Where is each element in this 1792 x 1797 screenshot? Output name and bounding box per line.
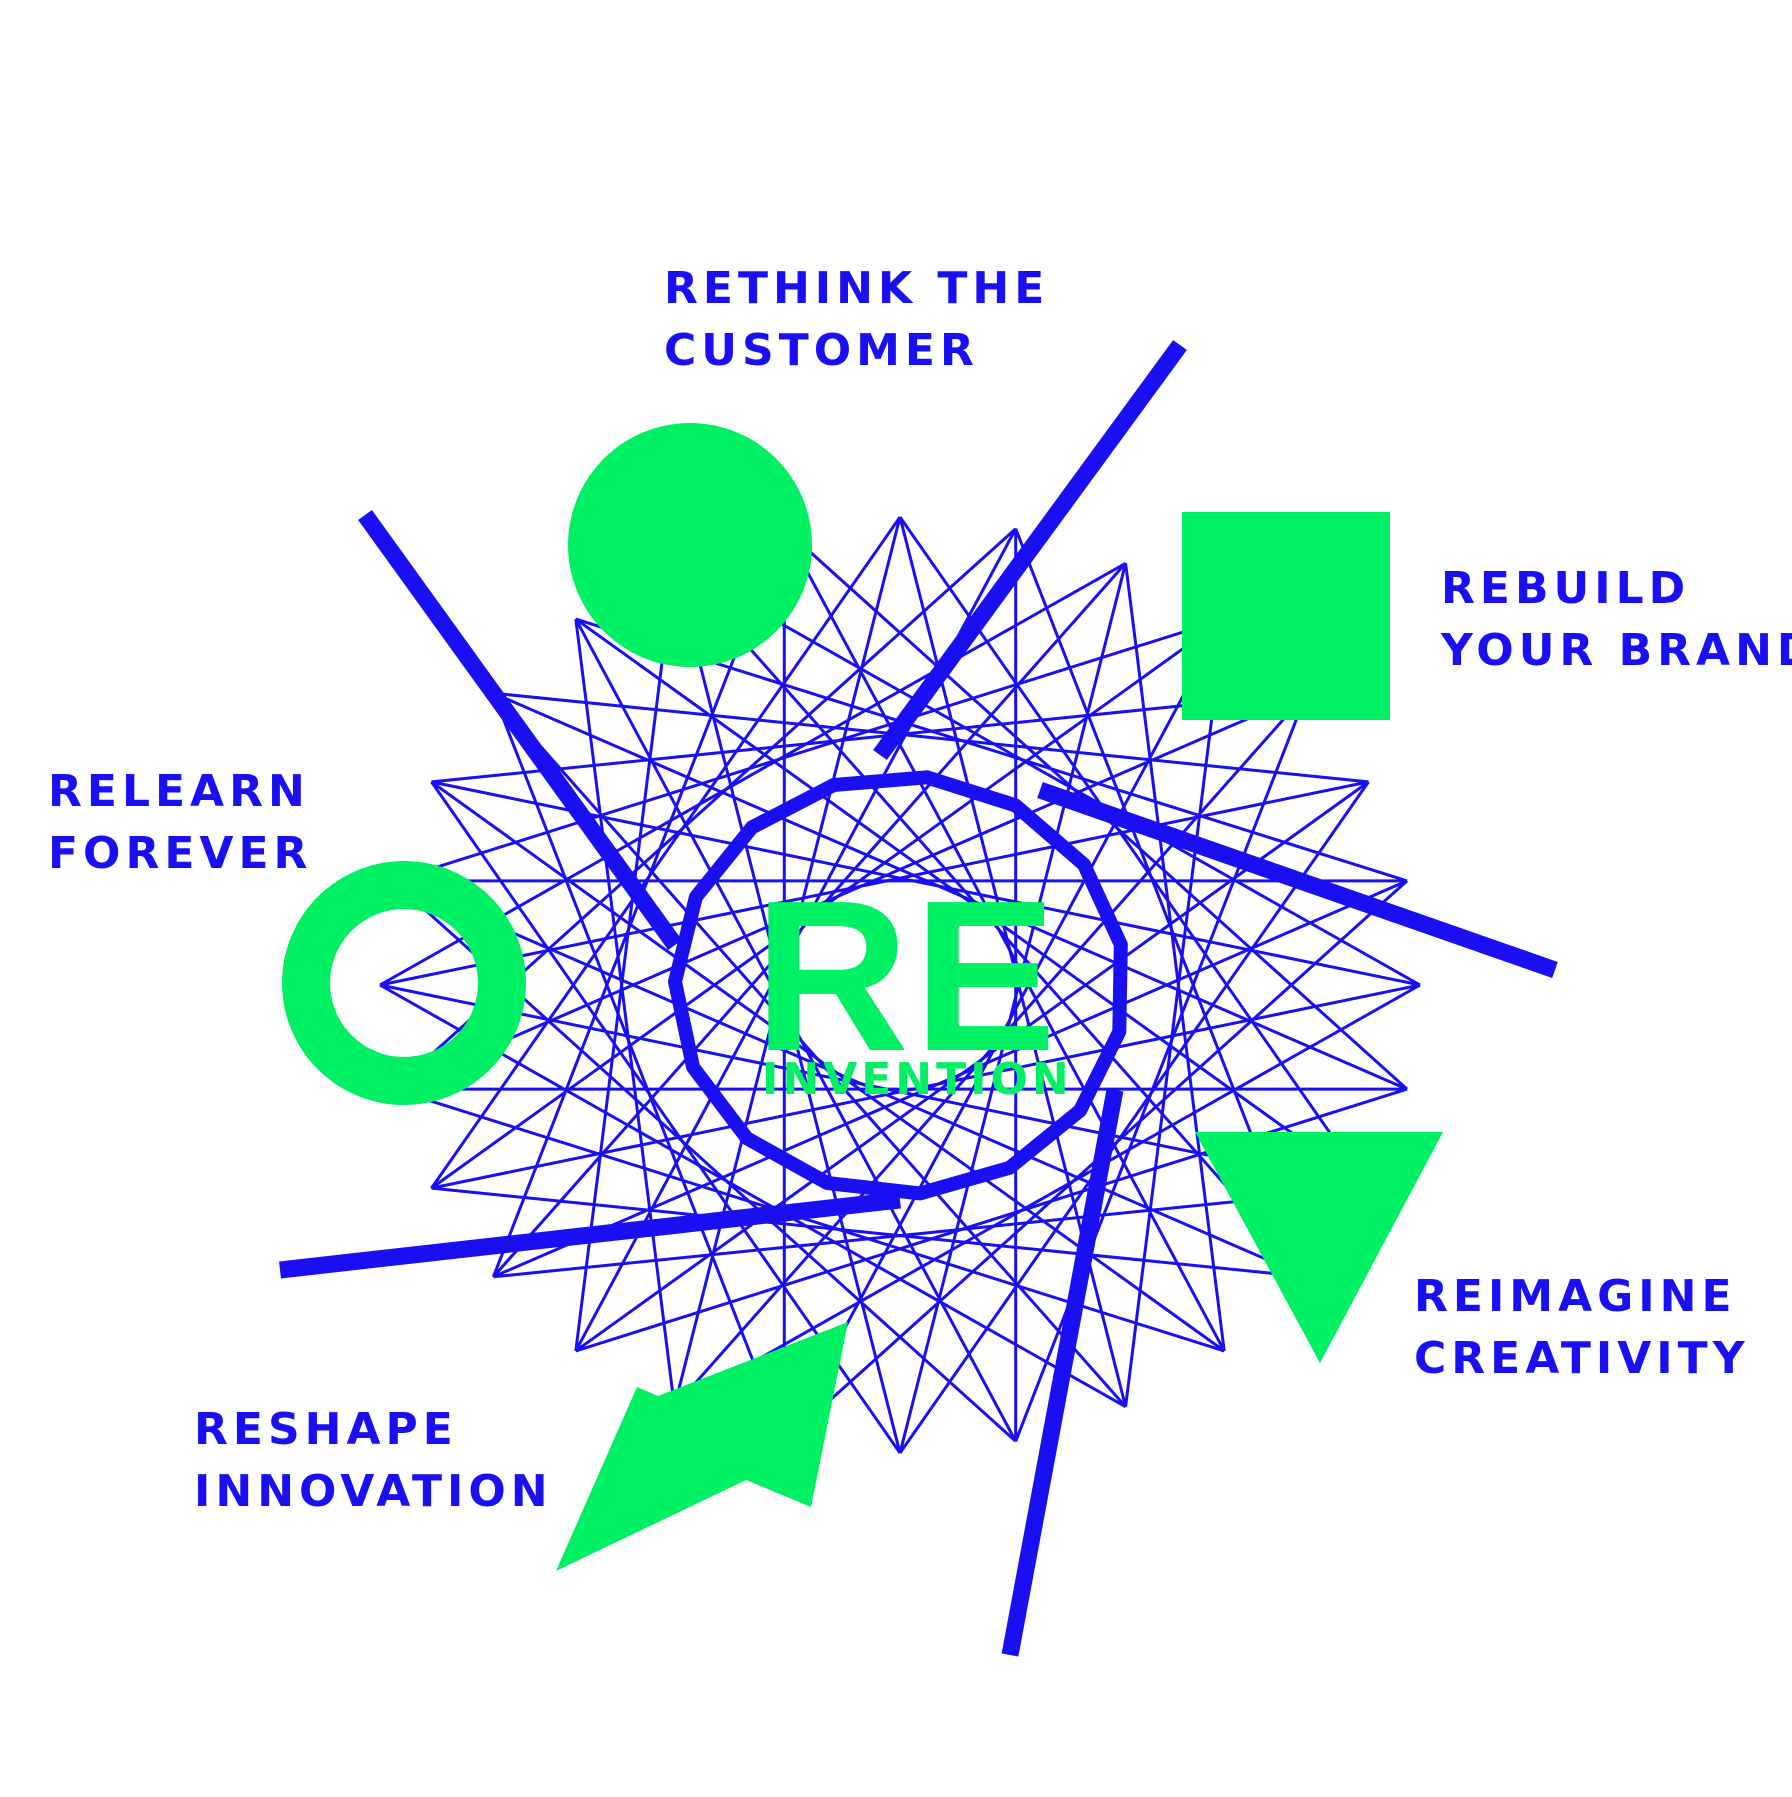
label-relearn-forever: RELEARN FOREVER	[48, 766, 313, 879]
label-reshape-innovation: RESHAPE INNOVATION	[194, 1404, 553, 1517]
label-rethink-the-customer: RETHINK THE CUSTOMER	[664, 263, 1050, 376]
parallelogram-shape	[556, 1322, 848, 1571]
string-line	[898, 781, 1370, 1454]
label-reimagine-creativity: REIMAGINE CREATIVITY	[1414, 1271, 1750, 1384]
string-line	[379, 983, 1127, 1409]
string-line	[493, 1186, 1369, 1279]
square-shape	[1182, 512, 1390, 720]
spoke-line	[358, 510, 682, 950]
spoke-line	[1037, 781, 1558, 979]
string-line	[392, 1087, 1225, 1353]
spoke-line	[873, 339, 1187, 761]
string-line	[574, 563, 676, 1352]
label-rebuild-your-brand: REBUILD YOUR BRAND	[1441, 563, 1792, 676]
string-line	[673, 562, 1308, 1278]
string-line	[493, 691, 1369, 784]
string-line	[1014, 692, 1308, 1442]
string-line	[431, 1186, 1307, 1279]
string-line	[574, 618, 676, 1407]
string-line	[492, 692, 786, 1442]
string-line	[574, 617, 1370, 1190]
center-title: RE	[754, 855, 1061, 1096]
string-line	[1124, 618, 1226, 1407]
ring-shape	[282, 861, 526, 1105]
string-line	[673, 561, 1421, 987]
string-line	[431, 691, 1307, 784]
spoke-line	[279, 1191, 901, 1279]
string-line	[492, 691, 1408, 1091]
center-subtitle: INVENTION	[762, 1054, 1073, 1105]
circle-shape	[568, 423, 812, 667]
inner-polygon-ring	[668, 770, 1128, 1201]
spoke-lines	[279, 339, 1558, 1657]
string-line	[392, 617, 1225, 883]
string-line	[1124, 563, 1226, 1352]
string-line	[430, 516, 902, 1189]
string-line	[673, 983, 1421, 1409]
triangle-shape	[1195, 1132, 1443, 1363]
spoke-line	[1001, 1088, 1124, 1657]
string-line	[782, 527, 1226, 1352]
